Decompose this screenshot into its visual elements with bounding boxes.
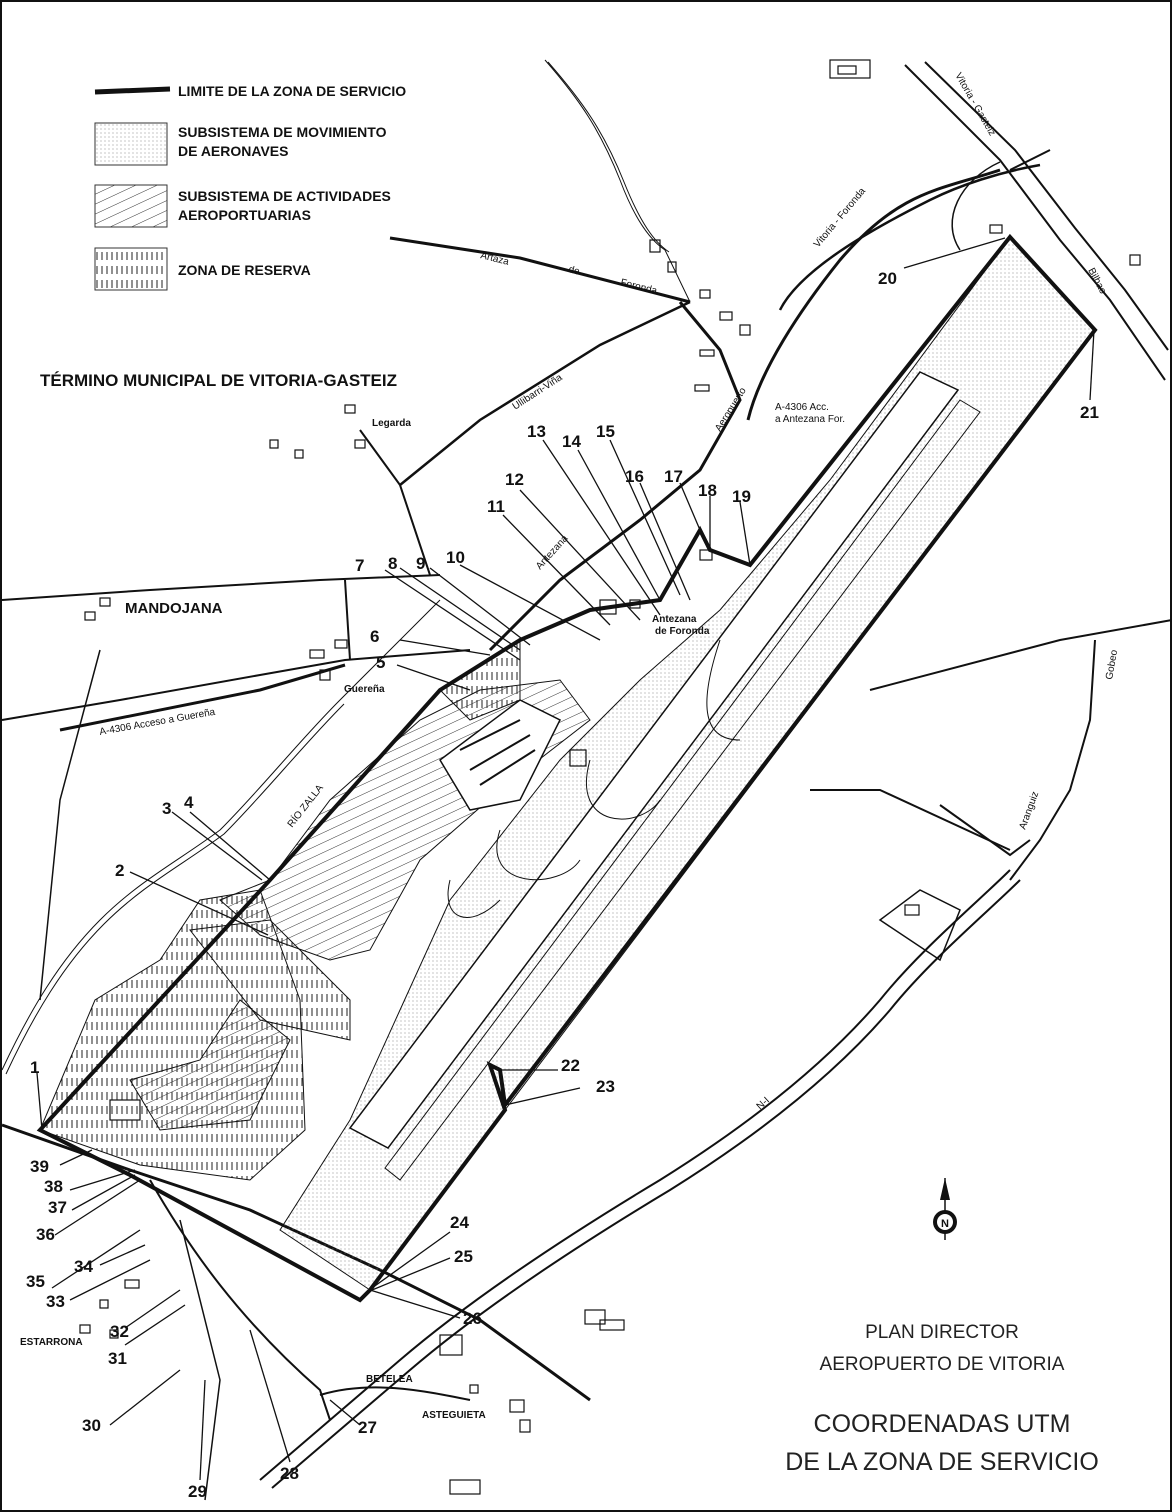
point-23: 23 xyxy=(596,1077,615,1096)
point-38: 38 xyxy=(44,1177,63,1196)
label-mandojana: MANDOJANA xyxy=(125,600,223,617)
point-31: 31 xyxy=(108,1349,127,1368)
point-18: 18 xyxy=(698,481,717,500)
point-17: 17 xyxy=(664,467,683,486)
point-14: 14 xyxy=(562,432,581,451)
point-4: 4 xyxy=(184,793,194,812)
point-28: 28 xyxy=(280,1464,299,1483)
legend-label-activities-2: AEROPORTUARIAS xyxy=(178,207,311,223)
legend-label-activities-1: SUBSISTEMA DE ACTIVIDADES xyxy=(178,188,391,204)
point-20: 20 xyxy=(878,269,897,288)
point-10: 10 xyxy=(446,548,465,567)
airport-zones xyxy=(39,236,1096,1291)
taxiway-parallel xyxy=(384,399,981,1181)
point-3: 3 xyxy=(162,799,171,818)
label-de-foronda: de Foronda xyxy=(655,626,710,637)
point-6: 6 xyxy=(370,627,379,646)
label-road-a4306-acc-1: A-4306 Acc. xyxy=(775,402,829,413)
title-zona-servicio: DE LA ZONA DE SERVICIO xyxy=(785,1448,1099,1476)
point-15: 15 xyxy=(596,422,615,441)
point-24: 24 xyxy=(450,1213,469,1232)
municipality-label: TÉRMINO MUNICIPAL DE VITORIA-GASTEIZ xyxy=(40,371,397,390)
leader-lines xyxy=(36,237,1095,1481)
legend-label-movement-1: SUBSISTEMA DE MOVIMIENTO xyxy=(178,124,387,140)
point-37: 37 xyxy=(48,1198,67,1217)
place-labels: MANDOJANA ESTARRONA BETELEA ASTEGUIETA L… xyxy=(20,418,710,1421)
point-16: 16 xyxy=(625,467,644,486)
label-road-gobeo: Gobeo xyxy=(1104,649,1120,681)
point-8: 8 xyxy=(388,554,397,573)
point-12: 12 xyxy=(505,470,524,489)
title-coordenadas: COORDENADAS UTM xyxy=(814,1410,1071,1438)
point-1: 1 xyxy=(30,1058,39,1077)
point-25: 25 xyxy=(454,1247,473,1266)
point-22: 22 xyxy=(561,1056,580,1075)
title-aeropuerto: AEROPUERTO DE VITORIA xyxy=(820,1354,1065,1375)
label-antezana: Antezana xyxy=(652,614,697,625)
point-19: 19 xyxy=(732,487,751,506)
label-legarda: Legarda xyxy=(372,418,411,429)
north-letter: N xyxy=(941,1218,949,1230)
point-36: 36 xyxy=(36,1225,55,1244)
point-27: 27 xyxy=(358,1418,377,1437)
point-30: 30 xyxy=(82,1416,101,1435)
label-road-artaza-de: de xyxy=(567,264,581,277)
label-road-a4306-acc-2: a Antezana For. xyxy=(775,414,845,425)
point-35: 35 xyxy=(26,1272,45,1291)
point-5: 5 xyxy=(376,653,385,672)
label-asteguieta: ASTEGUIETA xyxy=(422,1410,486,1421)
point-7: 7 xyxy=(355,556,364,575)
point-26: 26 xyxy=(463,1309,482,1328)
legend: LIMITE DE LA ZONA DE SERVICIO SUBSISTEMA… xyxy=(94,83,406,291)
point-11: 11 xyxy=(487,497,505,516)
point-13: 13 xyxy=(527,422,546,441)
label-betelea: BETELEA xyxy=(366,1374,413,1385)
legend-label-movement-2: DE AERONAVES xyxy=(178,143,288,159)
building-clusters xyxy=(79,59,1141,1495)
point-39: 39 xyxy=(30,1157,49,1176)
point-33: 33 xyxy=(46,1292,65,1311)
runway xyxy=(348,371,960,1149)
north-arrow: N xyxy=(933,1178,957,1240)
point-21: 21 xyxy=(1080,403,1099,422)
label-guerena: Guereña xyxy=(344,684,385,695)
surrounding-roads xyxy=(1,59,1172,1501)
legend-activities-swatch xyxy=(94,184,168,228)
point-34: 34 xyxy=(74,1257,93,1276)
legend-label-reserve: ZONA DE RESERVA xyxy=(178,262,311,278)
activities-zone-south xyxy=(129,999,291,1131)
point-9: 9 xyxy=(416,554,425,573)
point-2: 2 xyxy=(115,861,124,880)
point-29: 29 xyxy=(188,1482,207,1501)
title-block: PLAN DIRECTOR AEROPUERTO DE VITORIA COOR… xyxy=(785,1322,1099,1476)
label-estarrona: ESTARRONA xyxy=(20,1337,83,1348)
legend-boundary-swatch xyxy=(94,86,171,95)
terminal-area xyxy=(439,699,562,811)
legend-movement-swatch xyxy=(94,122,168,166)
legend-label-service-limit: LIMITE DE LA ZONA DE SERVICIO xyxy=(178,83,406,99)
boundary-point-labels: 1 2 3 4 5 6 7 8 9 10 11 12 13 14 15 16 1… xyxy=(26,269,1099,1501)
point-32: 32 xyxy=(110,1322,129,1341)
title-plan-director: PLAN DIRECTOR xyxy=(865,1322,1019,1343)
legend-reserve-swatch xyxy=(94,247,168,291)
